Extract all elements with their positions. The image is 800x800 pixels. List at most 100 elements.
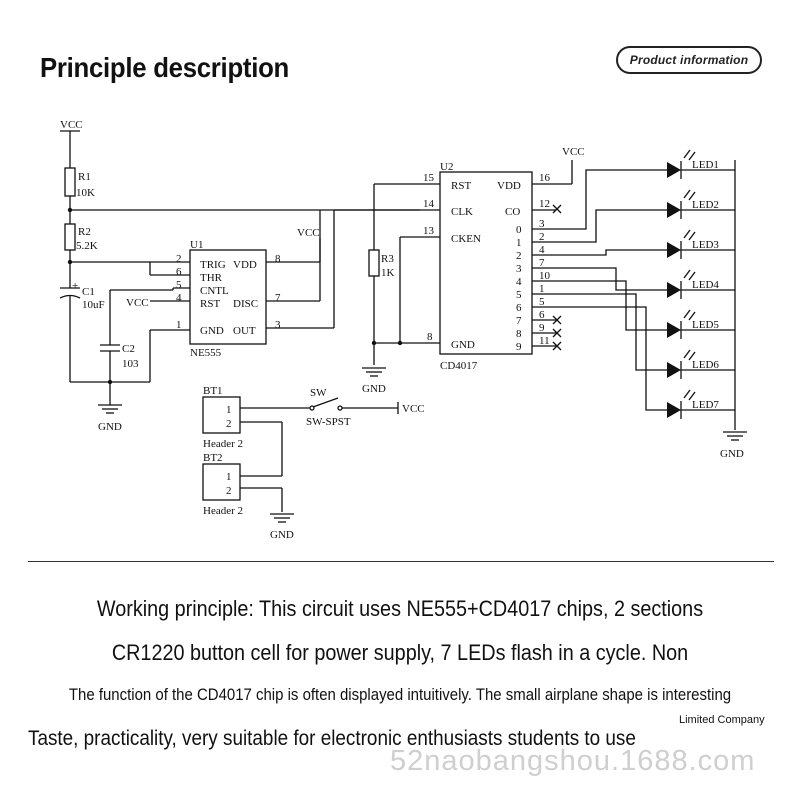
cd4017-label: CD4017 <box>440 360 478 372</box>
u2-out-4: 4 <box>516 276 522 288</box>
u2-outnum-6: 5 <box>539 296 545 308</box>
u1-num-7: 7 <box>275 292 281 304</box>
gnd-label-middle: GND <box>362 383 386 395</box>
u2-outnum-8: 9 <box>539 322 545 334</box>
led-label-5: LED5 <box>692 319 719 331</box>
led-symbol <box>667 162 681 178</box>
u1-num-4: 4 <box>176 292 182 304</box>
bt2-pin1: 1 <box>226 471 232 483</box>
resistor-r2: R2 5.2K <box>64 223 98 252</box>
circuit-schematic: VCC R1 10K R2 5.2K + C1 10uF C2 103 <box>59 119 747 541</box>
r3-value: 1K <box>381 267 395 279</box>
u2-out-0: 0 <box>516 224 522 236</box>
gnd-label-left: GND <box>98 421 122 433</box>
u1-num-6: 6 <box>176 266 182 278</box>
c1-polarity: + <box>72 280 78 292</box>
u2-outnum-4: 10 <box>539 270 551 282</box>
company-label: Limited Company <box>679 714 765 726</box>
led-symbol <box>667 322 681 338</box>
watermark: 52naobangshou.1688.com <box>390 745 756 777</box>
capacitor-c2: C2 103 <box>100 343 139 370</box>
u2-num-16: 16 <box>539 172 551 184</box>
u1-pin-disc: DISC <box>233 298 258 310</box>
u1-pin-thr: THR <box>200 272 223 284</box>
u2-num-8: 8 <box>427 331 433 343</box>
u1-pin-out: OUT <box>233 325 256 337</box>
header-bt1: BT1 1 2 Header 2 <box>202 385 243 450</box>
u2-out-3: 3 <box>516 263 522 275</box>
led-label-4: LED4 <box>692 279 719 291</box>
u2-outnum-2: 4 <box>539 244 545 256</box>
u2-pin-vdd: VDD <box>497 180 521 192</box>
cd4017-chip: U2 CD4017 RST CLK CKEN GND 15 14 13 8 VD… <box>423 161 551 372</box>
u2-out-7: 7 <box>516 315 522 327</box>
description-line-1: Working principle: This circuit uses NE5… <box>96 596 704 621</box>
led-symbol <box>667 362 681 378</box>
product-information-badge: Product information <box>616 46 762 74</box>
bt2-label: BT2 <box>203 452 223 464</box>
u2-num-15: 15 <box>423 172 435 184</box>
u1-pin-trig: TRIG <box>200 259 226 271</box>
r1-value: 10K <box>76 187 95 199</box>
switch-sw: SW SW-SPST <box>306 387 351 428</box>
bt1-label: BT1 <box>203 385 223 397</box>
sw-label: SW <box>310 387 327 399</box>
section-divider <box>28 561 774 562</box>
u2-num-14: 14 <box>423 198 435 210</box>
led-symbol <box>667 242 681 258</box>
led-symbol <box>667 202 681 218</box>
u2-outnum-3: 7 <box>539 257 545 269</box>
u1-label: U1 <box>190 239 203 251</box>
u2-out-6: 6 <box>516 302 522 314</box>
ground-symbol-battery: GND <box>270 513 294 541</box>
led-symbol <box>667 402 681 418</box>
u2-outnum-7: 6 <box>539 309 545 321</box>
vcc-label-rst: VCC <box>126 297 149 309</box>
u2-outnum-9: 11 <box>539 335 550 347</box>
u1-pin-gnd: GND <box>200 325 224 337</box>
sw-type: SW-SPST <box>306 416 351 428</box>
u2-outnum-0: 3 <box>539 218 545 230</box>
led-symbol <box>667 282 681 298</box>
c2-label: C2 <box>122 343 135 355</box>
ground-symbol-left: GND <box>98 400 122 433</box>
vcc-rail-left: VCC <box>60 119 83 168</box>
u1-num-8: 8 <box>275 253 281 265</box>
c2-value: 103 <box>122 358 139 370</box>
u1-num-5: 5 <box>176 279 182 291</box>
r1-label: R1 <box>78 171 91 183</box>
resistor-r1: R1 10K <box>64 167 95 199</box>
u2-pin-co: CO <box>505 206 520 218</box>
u1-num-1: 1 <box>176 319 182 331</box>
capacitor-c1: + C1 10uF <box>59 280 105 311</box>
bt2-pin2: 2 <box>226 485 232 497</box>
led-label-3: LED3 <box>692 239 719 251</box>
ground-symbol-middle: GND <box>362 367 386 395</box>
page-title: Principle description <box>40 52 290 83</box>
u2-pin-cken: CKEN <box>451 233 481 245</box>
gnd-label-right: GND <box>720 448 744 460</box>
u2-outnum-5: 1 <box>539 283 545 295</box>
bt1-pin2: 2 <box>226 418 232 430</box>
led-label-7: LED7 <box>692 399 719 411</box>
bt1-pin1: 1 <box>226 404 232 416</box>
u2-out-8: 8 <box>516 328 522 340</box>
ne555-chip: U1 NE555 TRIG THR CNTL RST GND VDD DISC … <box>176 239 281 359</box>
u1-num-2: 2 <box>176 253 182 265</box>
vcc-label-sw: VCC <box>402 403 425 415</box>
u2-pin-gnd: GND <box>451 339 475 351</box>
description-line-3: The function of the CD4017 chip is often… <box>68 685 732 704</box>
u2-out-1: 1 <box>516 237 522 249</box>
r3-label: R3 <box>381 253 394 265</box>
u2-num-13: 13 <box>423 225 435 237</box>
ground-symbol-right: GND <box>720 431 747 460</box>
u1-pin-rst: RST <box>200 298 220 310</box>
u2-pin-clk: CLK <box>451 206 473 218</box>
vcc-label-u1: VCC <box>297 227 320 239</box>
u2-pin-rst: RST <box>451 180 471 192</box>
r2-label: R2 <box>78 226 91 238</box>
u1-pin-cntl: CNTL <box>200 285 229 297</box>
u2-num-12: 12 <box>539 198 550 210</box>
